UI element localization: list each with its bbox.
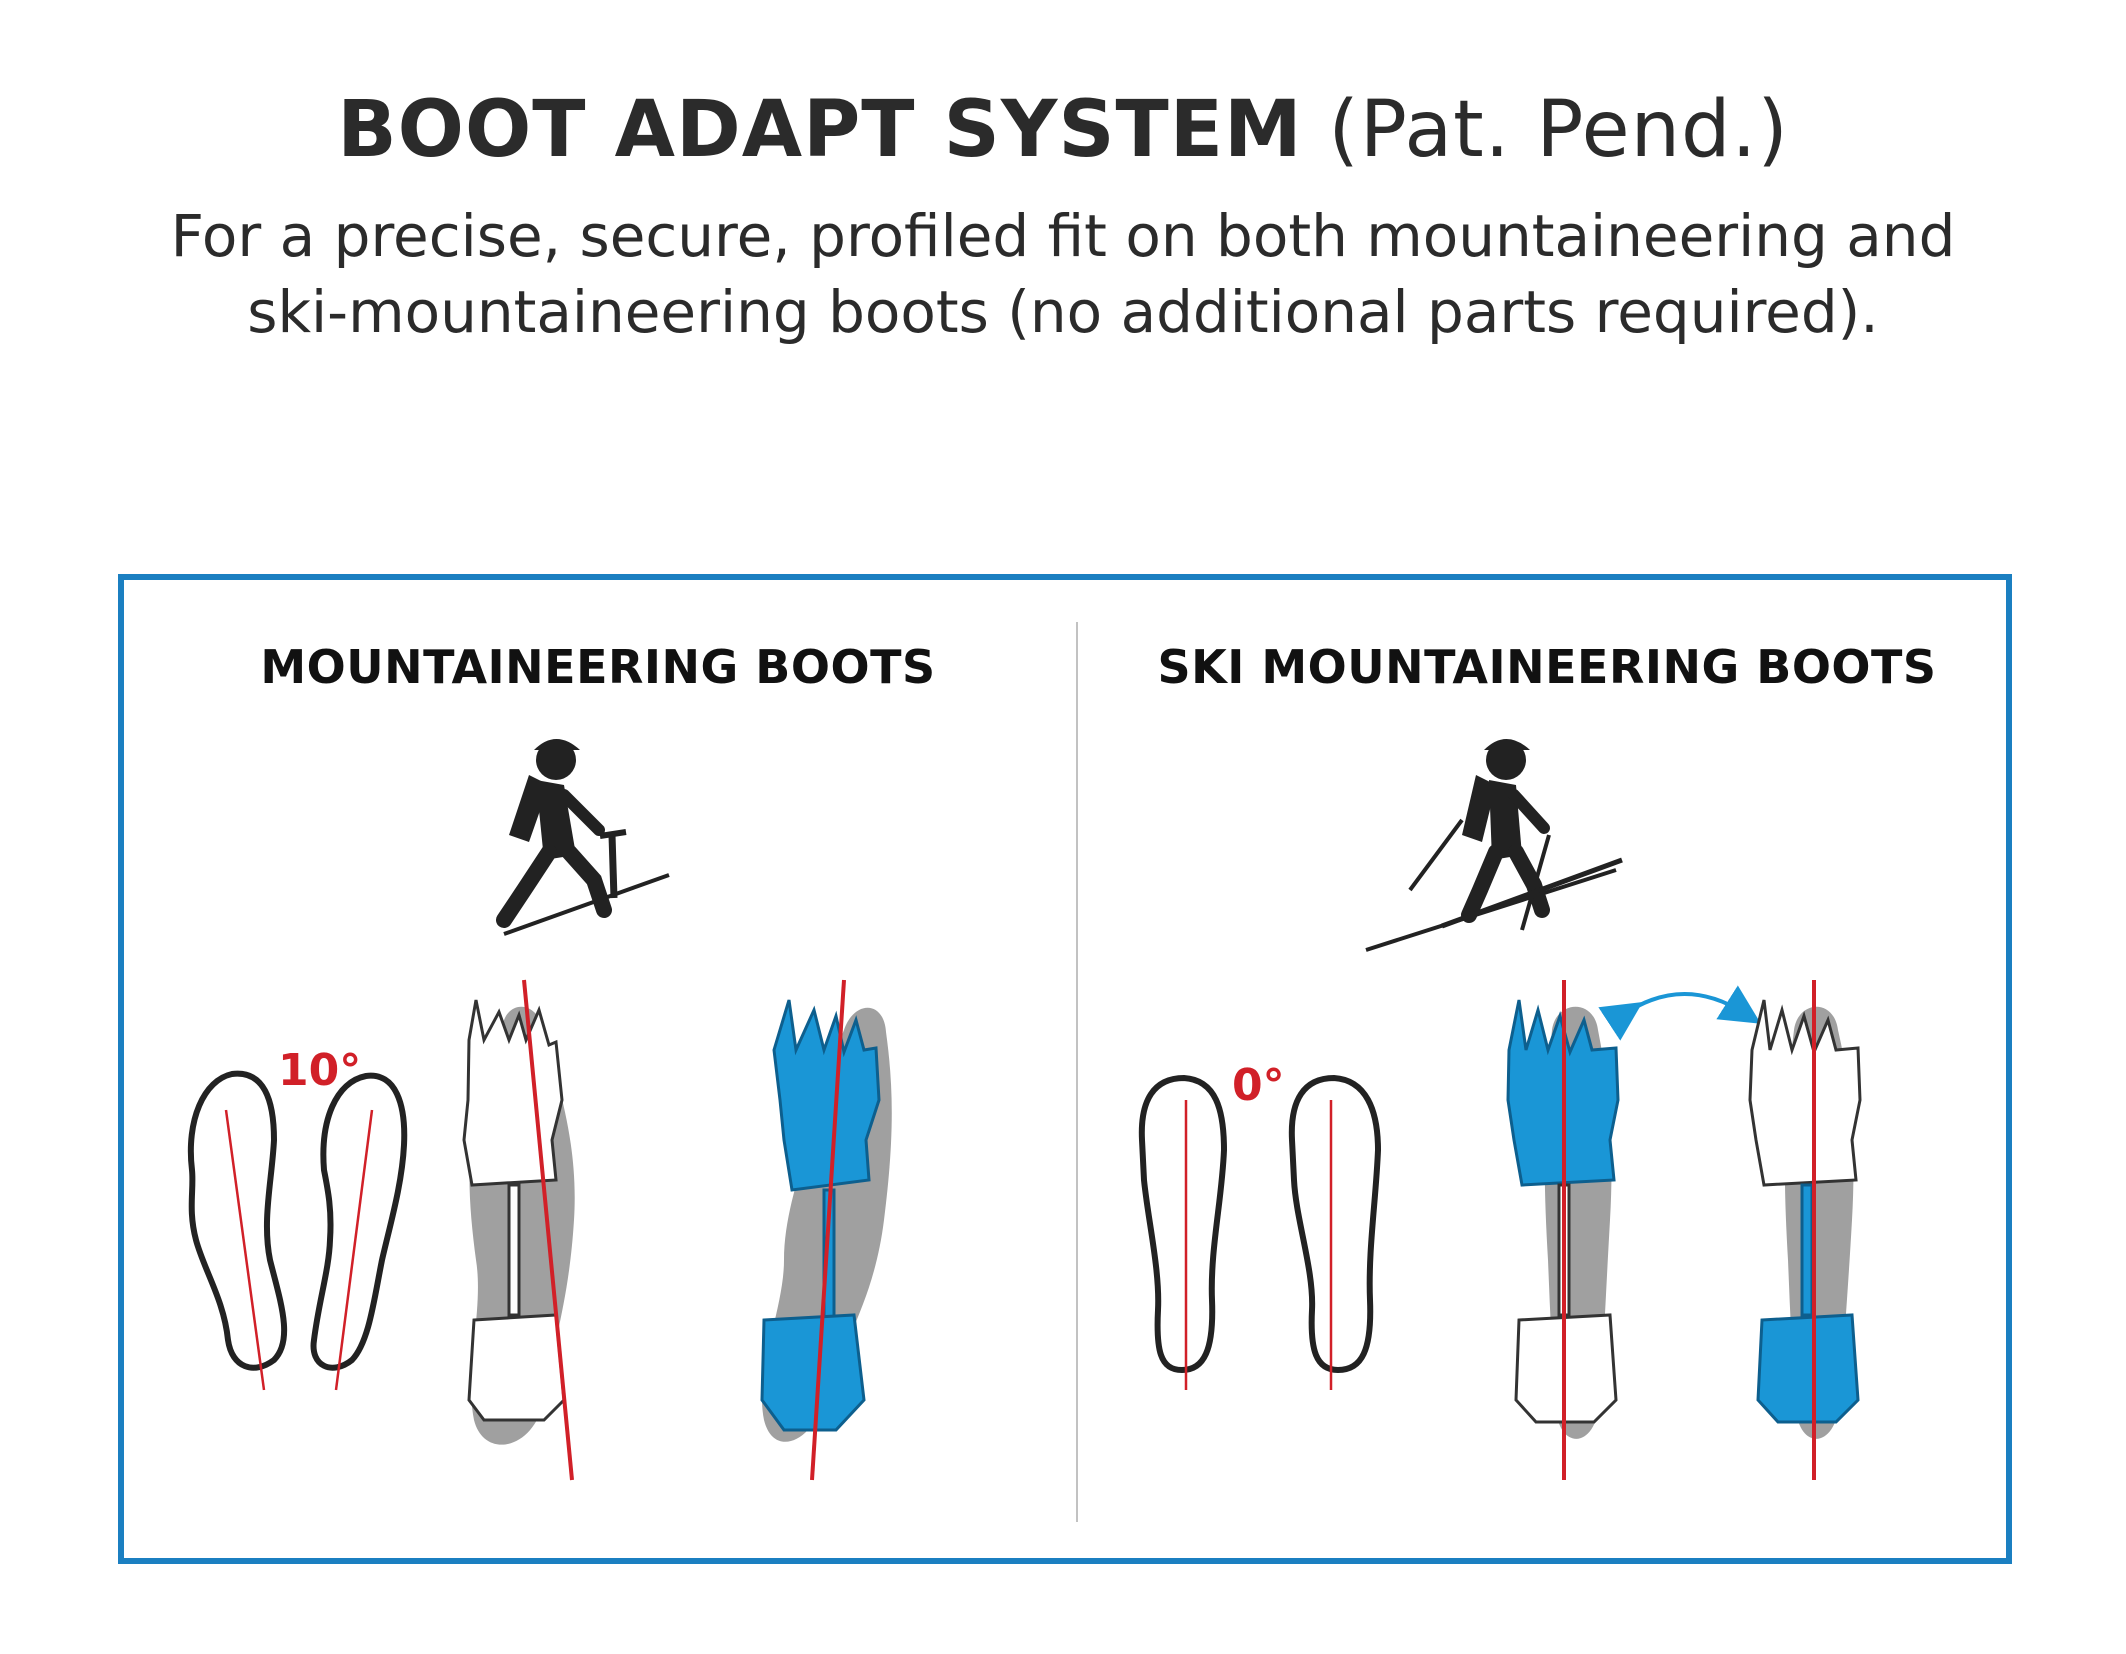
mountaineer-with-ice-axe-icon — [496, 739, 670, 936]
subtitle-line-2: ski-mountaineering boots (no additional … — [247, 278, 1879, 346]
diagram-art — [187, 739, 1862, 1481]
adjust-double-arrow — [1598, 985, 1761, 1041]
section-title-ski-mountaineering: SKI MOUNTAINEERING BOOTS — [1157, 640, 1937, 694]
title-bold: BOOT ADAPT SYSTEM — [337, 85, 1303, 175]
subtitle: For a precise, secure, profiled fit on b… — [0, 198, 2126, 350]
header: BOOT ADAPT SYSTEM (Pat. Pend.) For a pre… — [0, 80, 2126, 350]
left-foot-axis-lines — [224, 1109, 374, 1391]
panel-divider — [1076, 622, 1078, 1522]
section-title-mountaineering: MOUNTAINEERING BOOTS — [260, 640, 936, 694]
title-suffix: (Pat. Pend.) — [1328, 85, 1789, 175]
left-foot-outline-pair — [187, 1070, 408, 1371]
left-crampon-blue-axis — [810, 979, 846, 1481]
ski-mountaineer-icon — [1365, 739, 1623, 952]
left-crampon-white — [462, 999, 575, 1445]
right-crampon-white — [1748, 999, 1862, 1439]
subtitle-line-1: For a precise, secure, profiled fit on b… — [170, 202, 1956, 270]
angle-label-right: 0° — [1232, 1060, 1285, 1111]
comparison-panel: MOUNTAINEERING BOOTS SKI MOUNTAINEERING … — [118, 574, 2012, 1564]
left-crampon-white-axis — [522, 979, 574, 1481]
page-title: BOOT ADAPT SYSTEM (Pat. Pend.) — [0, 80, 2126, 180]
right-foot-axis-lines — [1184, 1100, 1333, 1390]
right-foot-outline-pair — [1138, 1074, 1382, 1374]
